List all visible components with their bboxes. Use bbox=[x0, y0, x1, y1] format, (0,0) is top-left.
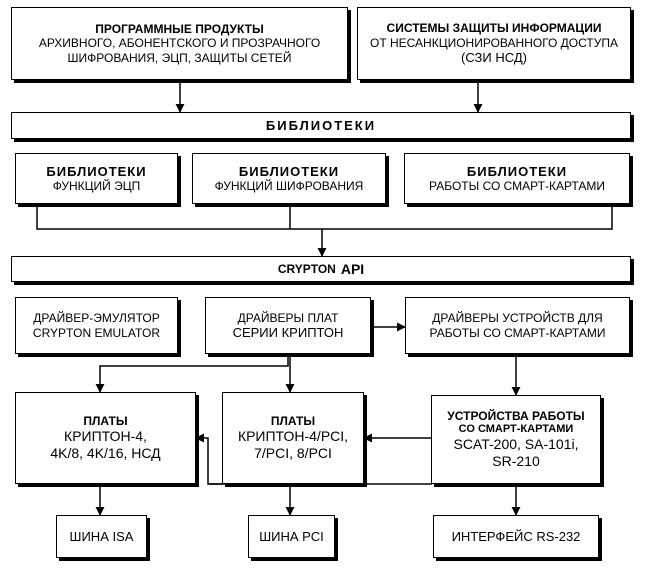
smartcard-devices-line2: СО СМАРТ-КАРТАМИ bbox=[458, 423, 574, 436]
library-encryption-line2: ФУНКЦИЙ ШИФРОВАНИЯ bbox=[214, 179, 364, 194]
driver-emulator-box: ДРАЙВЕР-ЭМУЛЯТОР CRYPTON EMULATOR bbox=[15, 297, 178, 354]
boards-pci-line3: 7/PCI, 8/PCI bbox=[254, 445, 332, 462]
library-smartcard-box: БИБЛИОТЕКИ РАБОТЫ СО СМАРТ-КАРТАМИ bbox=[404, 153, 630, 204]
library-ecp-line2: ФУНКЦИЙ ЭЦП bbox=[52, 179, 141, 194]
driver-kripton-line1: ДРАЙВЕРЫ ПЛАТ bbox=[237, 310, 339, 325]
software-products-line2: АРХИВНОГО, АБОНЕНТСКОГО И ПРОЗРАЧНОГО bbox=[38, 36, 321, 51]
library-encryption-line1: БИБЛИОТЕКИ bbox=[238, 163, 340, 179]
library-smartcard-line2: РАБОТЫ СО СМАРТ-КАРТАМИ bbox=[429, 179, 605, 194]
bus-pci-label: ШИНА PCI bbox=[259, 528, 324, 544]
driver-kripton-line2: СЕРИИ КРИПТОН bbox=[232, 324, 344, 340]
arrow-kripton-driver-to-isa-boards bbox=[95, 354, 289, 393]
interface-rs232-label: ИНТЕРФЕЙС RS-232 bbox=[451, 528, 581, 544]
library-encryption-box: БИБЛИОТЕКИ ФУНКЦИЙ ШИФРОВАНИЯ bbox=[192, 153, 386, 204]
bus-isa-label: ШИНА ISA bbox=[69, 528, 134, 544]
boards-isa-line2: КРИПТОН-4, bbox=[64, 428, 147, 445]
software-products-line3: ШИФРОВАНИЯ, ЭЦП, ЗАЩИТЫ СЕТЕЙ bbox=[67, 50, 292, 65]
boards-isa-line1: ПЛАТЫ bbox=[83, 414, 128, 428]
crypton-api-suffix: API bbox=[340, 260, 365, 277]
interface-rs232-box: ИНТЕРФЕЙС RS-232 bbox=[433, 515, 599, 558]
software-products-box: ПРОГРАММНЫЕ ПРОДУКТЫ АРХИВНОГО, АБОНЕНТС… bbox=[11, 7, 348, 80]
boards-isa-box: ПЛАТЫ КРИПТОН-4, 4K/8, 4K/16, НСД bbox=[15, 392, 196, 484]
szi-nsd-line2: ОТ НЕСАНКЦИОНИРОВАННОГО ДОСТУПА bbox=[369, 35, 618, 50]
bus-isa-box: ШИНА ISA bbox=[56, 515, 147, 558]
library-ecp-line1: БИБЛИОТЕКИ bbox=[46, 163, 147, 179]
arrow-pci-to-isa-boards bbox=[195, 433, 222, 485]
szi-nsd-line1: СИСТЕМЫ ЗАЩИТЫ ИНФОРМАЦИИ bbox=[386, 21, 602, 36]
boards-pci-line1: ПЛАТЫ bbox=[270, 414, 316, 428]
boards-isa-line3: 4K/8, 4K/16, НСД bbox=[50, 445, 161, 462]
crypton-api-prefix: CRYPTON bbox=[277, 261, 336, 276]
szi-nsd-box: СИСТЕМЫ ЗАЩИТЫ ИНФОРМАЦИИ ОТ НЕСАНКЦИОНИ… bbox=[357, 7, 631, 80]
crypton-api-band: CRYPTON API bbox=[11, 256, 631, 282]
smartcard-devices-box: УСТРОЙСТВА РАБОТЫ СО СМАРТ-КАРТАМИ SCAT-… bbox=[431, 395, 601, 484]
libraries-band-title: БИБЛИОТЕКИ bbox=[265, 117, 377, 133]
bus-pci-box: ШИНА PCI bbox=[248, 515, 335, 558]
library-smartcard-line1: БИБЛИОТЕКИ bbox=[466, 163, 568, 179]
smartcard-devices-line3: SCAT-200, SA-101i, bbox=[453, 436, 579, 453]
driver-smartcard-line1: ДРАЙВЕРЫ УСТРОЙСТВ ДЛЯ bbox=[432, 311, 603, 326]
software-products-title: ПРОГРАММНЫЕ ПРОДУКТЫ bbox=[95, 21, 264, 36]
driver-emulator-line2: CRYPTON EMULATOR bbox=[32, 325, 161, 340]
boards-pci-box: ПЛАТЫ КРИПТОН-4/PCI, 7/PCI, 8/PCI bbox=[222, 392, 364, 484]
driver-smartcard-line2: РАБОТЫ СО СМАРТ-КАРТАМИ bbox=[429, 325, 606, 340]
smartcard-devices-line4: SR-210 bbox=[492, 453, 540, 470]
libraries-band: БИБЛИОТЕКИ bbox=[11, 112, 631, 139]
boards-pci-line2: КРИПТОН-4/PCI, bbox=[237, 428, 349, 445]
szi-nsd-line3: (СЗИ НСД) bbox=[460, 50, 527, 66]
libraries-merge-line bbox=[36, 204, 613, 230]
driver-smartcard-box: ДРАЙВЕРЫ УСТРОЙСТВ ДЛЯ РАБОТЫ СО СМАРТ-К… bbox=[405, 297, 630, 354]
driver-kripton-box: ДРАЙВЕРЫ ПЛАТ СЕРИИ КРИПТОН bbox=[205, 297, 371, 354]
driver-emulator-line1: ДРАЙВЕР-ЭМУЛЯТОР bbox=[33, 311, 160, 326]
smartcard-devices-line1: УСТРОЙСТВА РАБОТЫ bbox=[447, 408, 585, 423]
library-ecp-box: БИБЛИОТЕКИ ФУНКЦИЙ ЭЦП bbox=[15, 153, 178, 204]
